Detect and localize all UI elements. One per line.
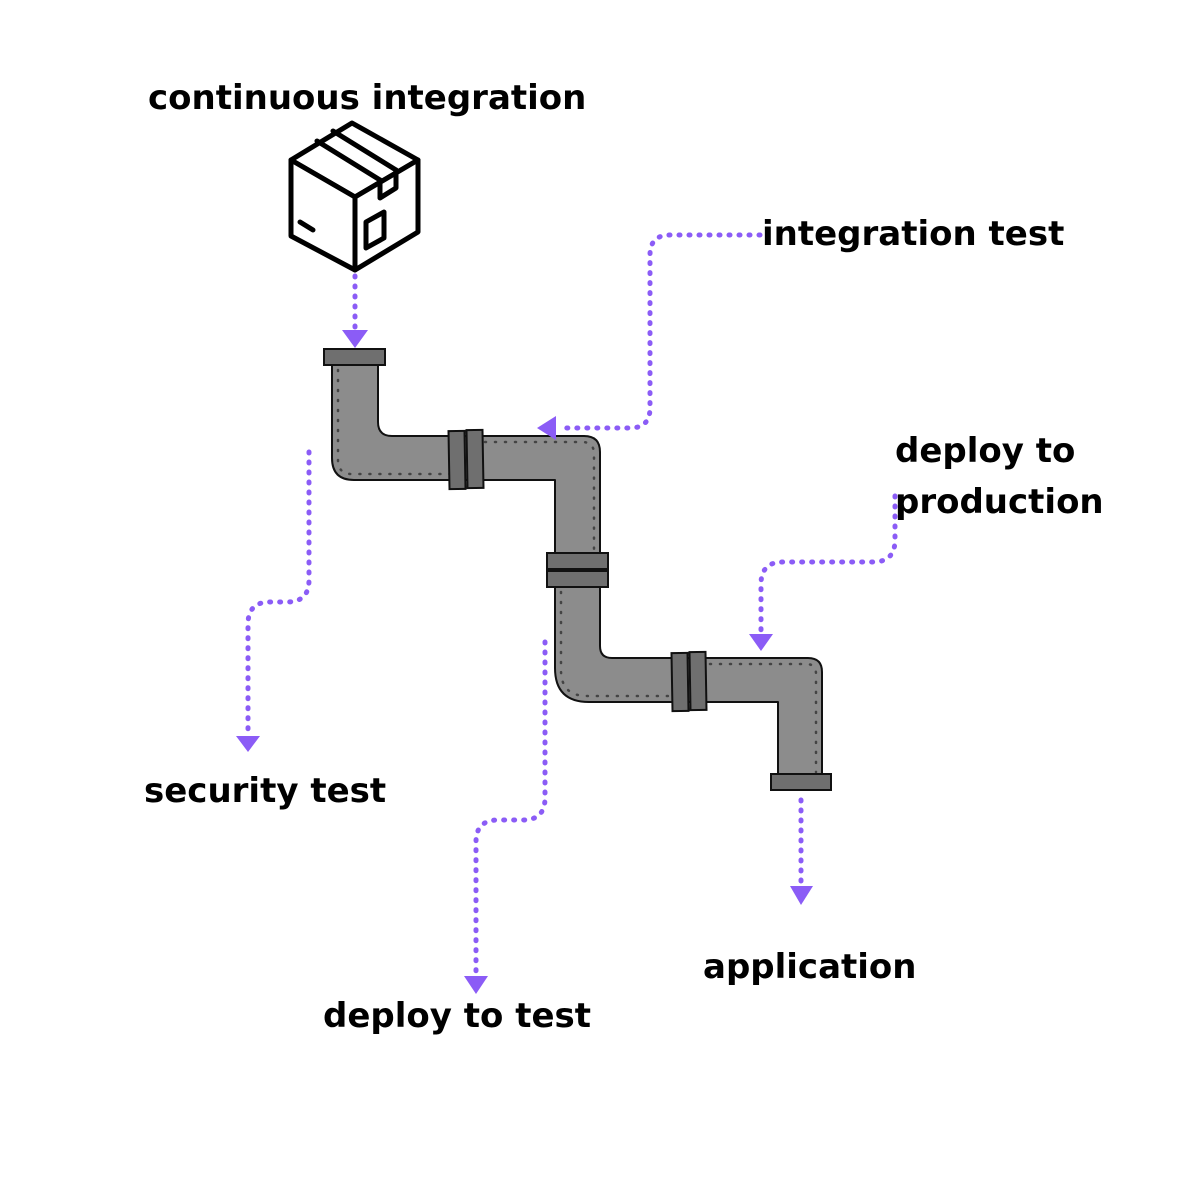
package-box-icon [288, 120, 421, 273]
pipe-coupling-2a [546, 552, 609, 570]
arrow-integration-test [555, 232, 763, 431]
security-test-label: security test [144, 771, 387, 811]
application-label: application [703, 947, 917, 987]
pipeline-icon [323, 348, 832, 791]
pipe-coupling-1b [465, 428, 485, 490]
integration-test-label: integration test [762, 214, 1065, 254]
pipe-flange-top [323, 348, 386, 366]
arrowhead-application [790, 886, 813, 905]
arrowhead-security-test [236, 736, 260, 752]
pipe-coupling-1a [447, 429, 467, 491]
pipe-flange-bottom [770, 773, 832, 791]
pipe-coupling-3b [688, 650, 708, 712]
pipe-coupling-3a [670, 651, 690, 713]
continuous-integration-label: continuous integration [148, 78, 587, 118]
arrow-deploy-to-test [473, 639, 548, 975]
arrowhead-deploy-to-production [749, 634, 773, 651]
deploy-to-test-label: deploy to test [323, 996, 591, 1036]
arrowhead-deploy-to-test [464, 976, 488, 994]
arrowhead-ci [342, 330, 368, 348]
arrow-security-test [245, 449, 312, 735]
pipe-coupling-2b [546, 570, 609, 588]
arrow-deploy-to-production [758, 493, 898, 635]
deploy-to-production-label: deploy to production [895, 431, 1104, 522]
arrowhead-integration-test [537, 416, 556, 440]
